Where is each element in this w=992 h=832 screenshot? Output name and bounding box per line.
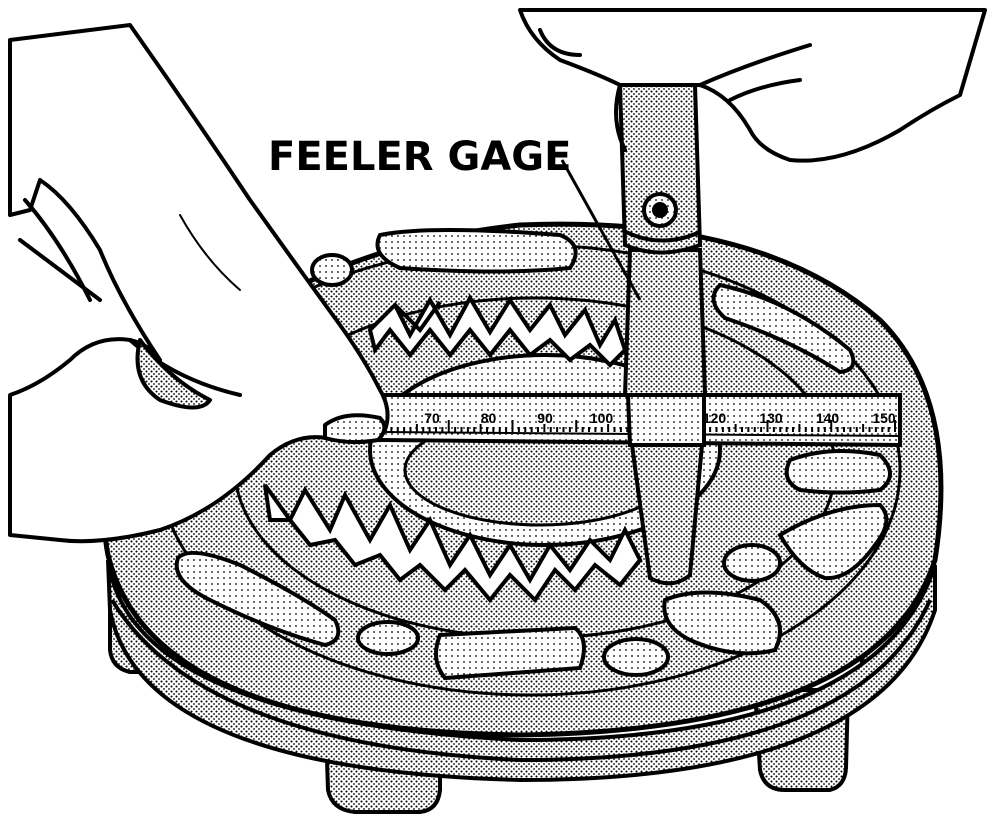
- ruler-tick-label: 90: [537, 410, 553, 426]
- left-hand: [8, 23, 390, 544]
- ruler-tick-label: 100: [590, 410, 614, 426]
- feeler-gage-label: FEELER GAGE: [268, 134, 571, 180]
- ruler-tick-label: 80: [481, 410, 497, 426]
- ruler-tick-label: 150: [872, 410, 896, 426]
- ruler-tick-label: 120: [703, 410, 727, 426]
- feeler-gage-blade: [622, 248, 708, 586]
- right-hand: [518, 8, 987, 163]
- plate-edge-layers: [106, 559, 937, 783]
- ruler-tick-label: 70: [424, 410, 440, 426]
- fingernail: [323, 413, 387, 445]
- ruler-tick-label: 140: [816, 410, 840, 426]
- feeler-gage-handle: [617, 83, 703, 255]
- rotor-teeth-lower: [263, 483, 643, 604]
- ruler-tick-label: 130: [759, 410, 783, 426]
- plate-ports: [174, 228, 892, 681]
- callout-leader-line: [560, 159, 642, 301]
